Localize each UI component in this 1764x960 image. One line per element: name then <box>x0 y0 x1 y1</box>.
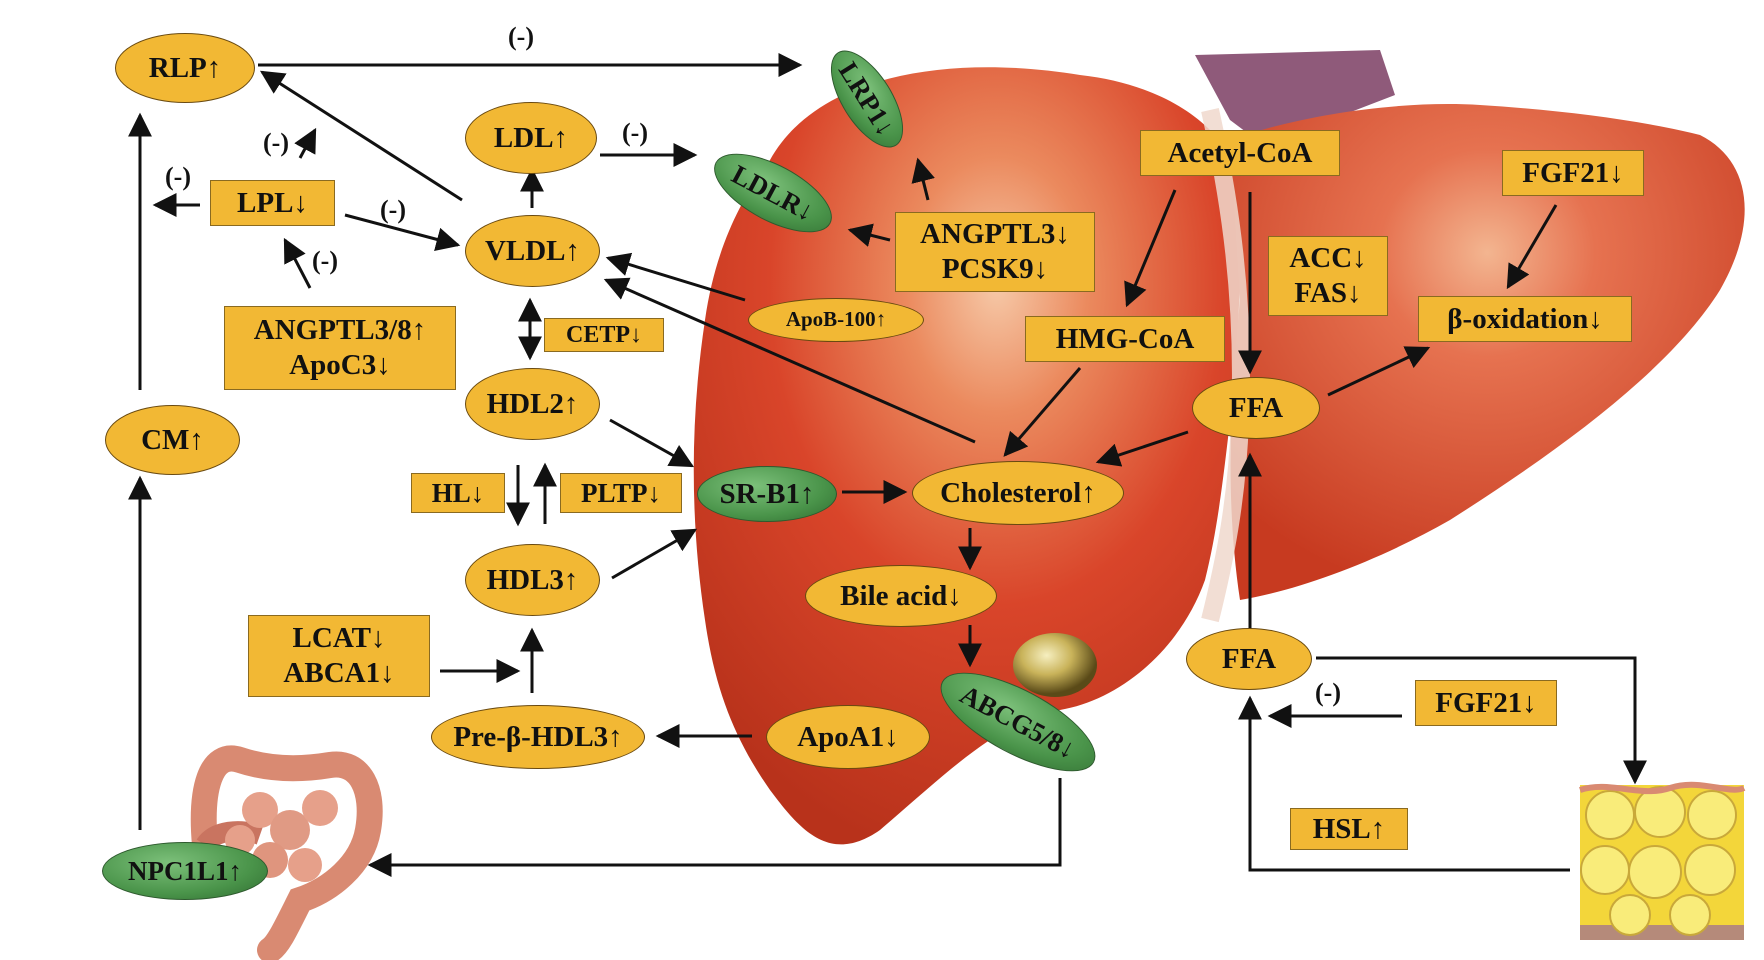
node-rlp: RLP↑ <box>115 33 255 103</box>
box-fgf21-bottom: FGF21↓ <box>1415 680 1557 726</box>
inhibition-mark-ldl-ldlr: (-) <box>622 118 648 147</box>
box-hmg-coa: HMG-CoA <box>1025 316 1225 362</box>
arrow-acetyl-hmg <box>1124 189 1177 308</box>
box-beta-oxidation: β-oxidation↓ <box>1418 296 1632 342</box>
label-angptl3: ANGPTL3↓ <box>920 218 1070 251</box>
arrow-vldl-rlp <box>259 70 463 202</box>
box-lpl: LPL↓ <box>210 180 335 226</box>
node-apob100: ApoB-100↑ <box>748 298 924 342</box>
node-ffa-liver: FFA <box>1192 377 1320 439</box>
label-pcsk9: PCSK9↓ <box>941 253 1049 285</box>
arrow-hdl3-srb1 <box>611 528 698 580</box>
inhibition-mark-lpl-left: (-) <box>165 162 191 191</box>
box-pltp: PLTP↓ <box>560 473 682 513</box>
inhibition-mark-lpl-vldl: (-) <box>380 195 406 224</box>
inhibition-mark-lpl-up: (-) <box>263 128 289 157</box>
label-apoc3: ApoC3↓ <box>289 349 391 381</box>
label-fas: FAS↓ <box>1294 277 1362 309</box>
node-apoa1: ApoA1↓ <box>766 705 930 769</box>
receptor-sr-b1: SR-B1↑ <box>697 466 837 522</box>
arrow-ffa-chol <box>1095 430 1189 467</box>
liver-right-lobe <box>1230 104 1745 600</box>
node-pre-beta-hdl3: Pre-β-HDL3↑ <box>431 705 645 769</box>
arrow-ffa-adipose <box>1316 656 1647 785</box>
arrow-ffa-betaox <box>1327 346 1431 397</box>
arrow-pcsk9-ldlr <box>847 223 891 247</box>
arrow-abcg-npc1l1 <box>367 778 1062 877</box>
box-cetp: CETP↓ <box>544 318 664 352</box>
node-vldl: VLDL↑ <box>465 215 600 287</box>
arrows <box>128 53 1647 877</box>
liver-left-lobe <box>693 67 1245 845</box>
arrow-lpl-up <box>294 127 317 159</box>
box-fgf21-top: FGF21↓ <box>1502 150 1644 196</box>
arrow-lpl-vldl <box>344 213 461 252</box>
node-cm: CM↑ <box>105 405 240 475</box>
node-ldl: LDL↑ <box>465 102 597 174</box>
adipose-illustration <box>1579 781 1746 940</box>
liver-illustration <box>693 50 1745 845</box>
arrow-hdl2-srb1 <box>609 418 695 468</box>
node-ffa-adipose: FFA <box>1186 628 1312 690</box>
ligament <box>1195 50 1395 150</box>
inhibition-mark-angptl-lpl: (-) <box>312 246 338 275</box>
arrow-apob-vldl <box>605 252 746 302</box>
label-angptl38: ANGPTL3/8↑ <box>253 314 427 347</box>
node-hdl3: HDL3↑ <box>465 544 600 616</box>
receptor-npc1l1: NPC1L1↑ <box>102 842 268 900</box>
box-hsl: HSL↑ <box>1290 808 1408 850</box>
arrow-fgf21-betaox <box>1506 204 1558 290</box>
box-acc-fas: ACC↓ FAS↓ <box>1268 236 1388 316</box>
arrow-chol-vldl <box>603 277 976 444</box>
inhibition-mark-rlp-lrp1: (-) <box>508 22 534 51</box>
label-abca1: ABCA1↓ <box>283 657 395 689</box>
node-hdl2: HDL2↑ <box>465 368 600 440</box>
label-acc: ACC↓ <box>1289 242 1367 275</box>
arrow-angptl-lpl <box>283 237 312 289</box>
label-lcat: LCAT↓ <box>292 622 386 655</box>
arrow-hmg-chol <box>1003 367 1082 457</box>
inhibition-mark-fgf21-ffa: (-) <box>1315 678 1341 707</box>
node-bile-acid: Bile acid↓ <box>805 565 997 627</box>
gallbladder <box>1013 633 1097 697</box>
arrow-angptl3-lrp1 <box>911 157 935 201</box>
box-angptl3-pcsk9: ANGPTL3↓ PCSK9↓ <box>895 212 1095 292</box>
box-lcat-abca1: LCAT↓ ABCA1↓ <box>248 615 430 697</box>
node-cholesterol: Cholesterol↑ <box>912 461 1124 525</box>
box-hl: HL↓ <box>411 473 505 513</box>
arrow-adipose-ffa <box>1238 695 1570 872</box>
box-angptl38-apoc3: ANGPTL3/8↑ ApoC3↓ <box>224 306 456 390</box>
box-acetyl-coa: Acetyl-CoA <box>1140 130 1340 176</box>
intestine-illustration <box>190 745 383 960</box>
